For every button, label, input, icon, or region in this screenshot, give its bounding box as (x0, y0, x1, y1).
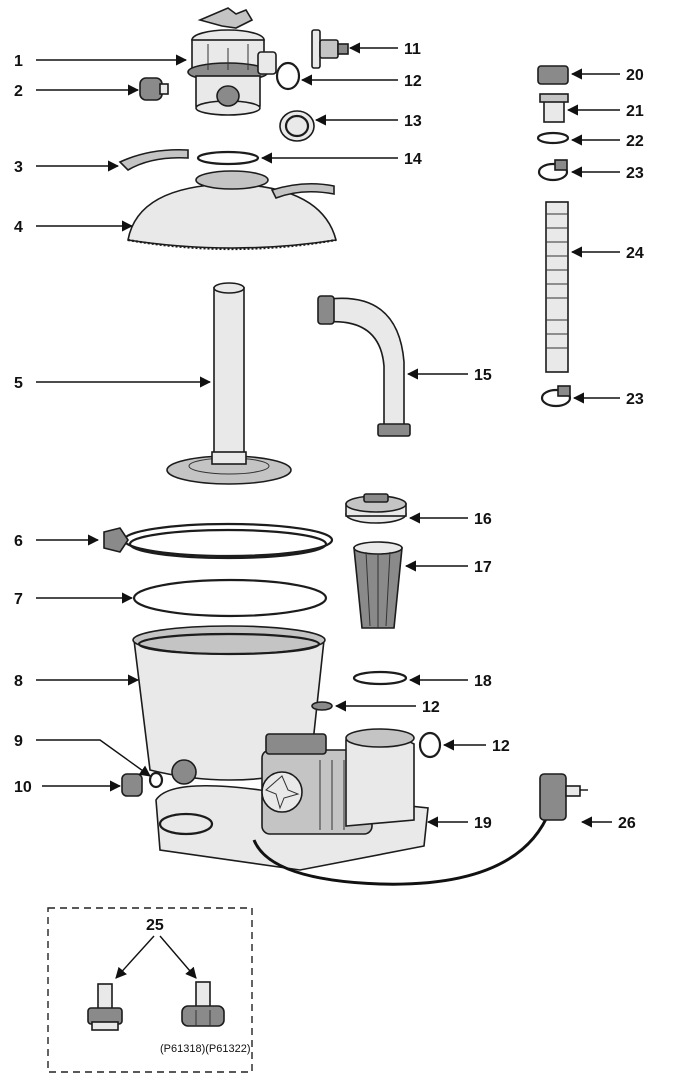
pump-assembly (155, 728, 429, 871)
standpipe-lateral (166, 282, 292, 485)
inset-part-numbers: (P61318)(P61322) (160, 1043, 251, 1055)
tank-clamp (103, 522, 334, 560)
fitting-variant-2 (181, 981, 225, 1027)
fitting-variant-1 (87, 983, 123, 1031)
callout-14: 14 (404, 151, 422, 168)
power-cord-plug (252, 773, 588, 886)
callout-23-bottom: 23 (626, 391, 644, 408)
callout-26: 26 (618, 815, 636, 832)
union-nut (537, 65, 569, 85)
o-ring-valve (275, 61, 301, 91)
hose (545, 201, 569, 373)
callout-5: 5 (14, 375, 23, 392)
callout-12-small: 12 (422, 699, 440, 716)
callout-12-valve: 12 (404, 73, 422, 90)
adapter (539, 93, 569, 123)
hose-clamp-top (537, 159, 569, 182)
callout-3: 3 (14, 159, 23, 176)
callout-9: 9 (14, 733, 23, 750)
callout-25: 25 (146, 917, 164, 934)
callout-17: 17 (474, 559, 492, 576)
drain-o-ring (148, 771, 164, 789)
washer (536, 131, 570, 145)
o-ring-pump (418, 731, 442, 759)
callout-16: 16 (474, 511, 492, 528)
callout-24: 24 (626, 245, 644, 262)
callout-21: 21 (626, 103, 644, 120)
tank-o-ring (132, 578, 328, 618)
callout-22: 22 (626, 133, 644, 150)
drain-valve-part (311, 29, 349, 69)
callout-19: 19 (474, 815, 492, 832)
elbow-hose (317, 295, 411, 437)
callout-8: 8 (14, 673, 23, 690)
callout-11: 11 (404, 41, 421, 58)
callout-10: 10 (14, 779, 32, 796)
callout-13: 13 (404, 113, 422, 130)
drain-cap (121, 773, 143, 797)
callout-6: 6 (14, 533, 23, 550)
multiport-valve (187, 7, 277, 116)
callout-4: 4 (14, 219, 23, 236)
o-ring-small (311, 701, 333, 711)
callout-15: 15 (474, 367, 492, 384)
strainer-lid (345, 493, 407, 524)
callout-20: 20 (626, 67, 644, 84)
callout-7: 7 (14, 591, 23, 608)
o-ring-top (196, 150, 260, 166)
callout-12-pump: 12 (492, 738, 510, 755)
clamp-half-left (118, 148, 189, 172)
hose-clamp-bottom (540, 385, 572, 408)
strainer-basket (353, 541, 403, 629)
callout-23-top: 23 (626, 165, 644, 182)
callout-1: 1 (14, 53, 23, 70)
callout-18: 18 (474, 673, 492, 690)
tank-lid (127, 170, 337, 251)
o-ring-strainer (352, 670, 408, 686)
callout-2: 2 (14, 83, 23, 100)
gauge-plug (139, 77, 169, 101)
inset-box (47, 907, 253, 1073)
